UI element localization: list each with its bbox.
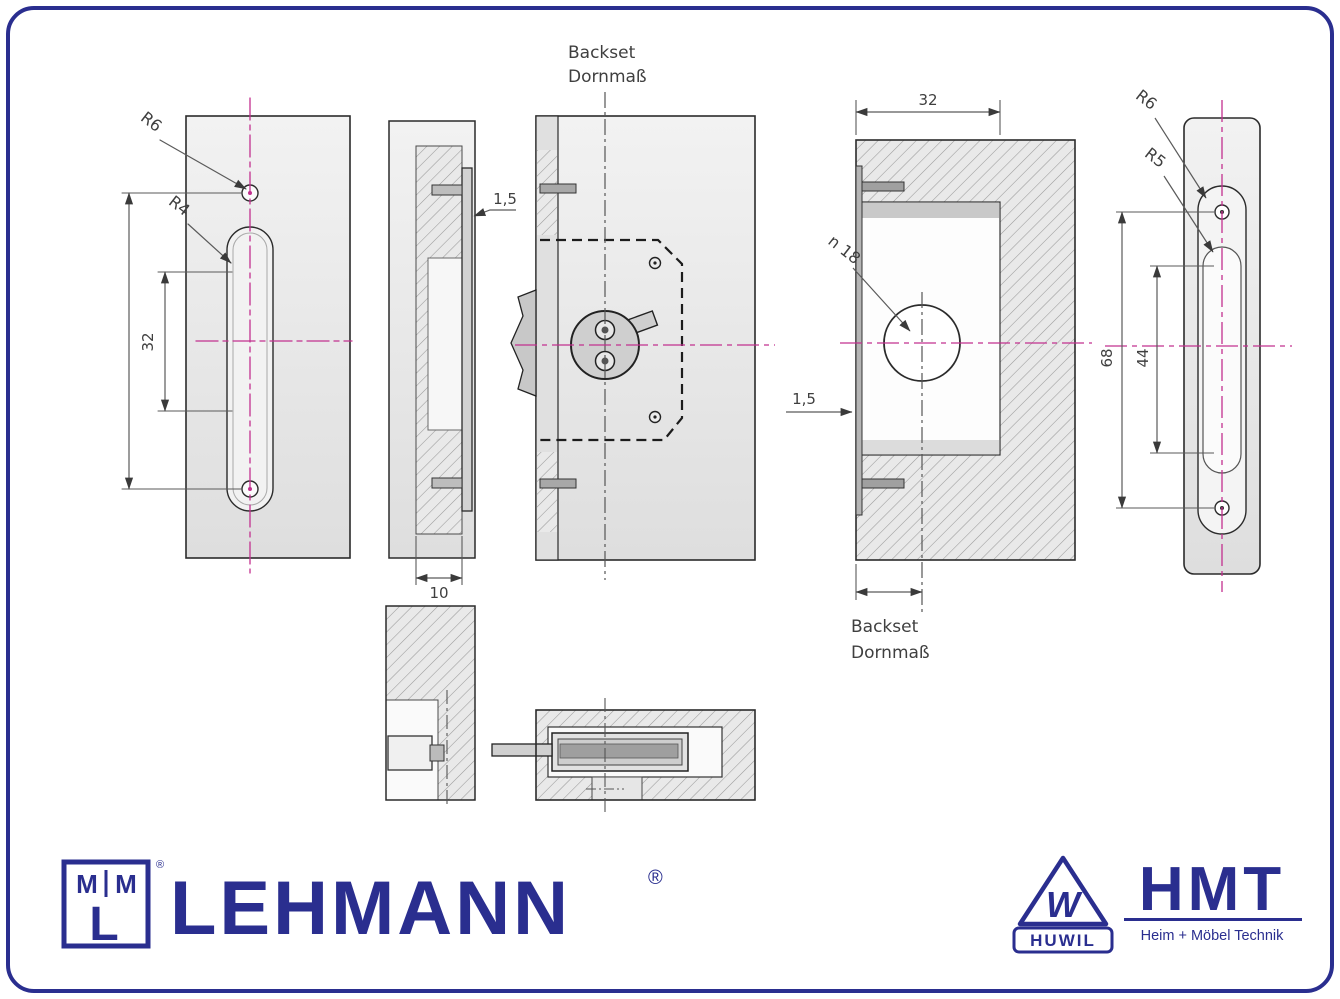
hmt-divider (1124, 918, 1302, 921)
faceplate-edge (461, 167, 473, 512)
panel-hatch-bottom (856, 455, 1075, 560)
dim-32-left: 32 (139, 332, 157, 351)
cylinder-pin-bottom-core (601, 357, 609, 365)
label-backset-top-1: Backset (568, 43, 636, 63)
hidden-hole-bottom-center (653, 415, 657, 419)
huwil-label-box (1012, 926, 1114, 954)
leader-r6 (159, 139, 247, 190)
hook-tab-bottom (539, 478, 577, 489)
lehmann-logo: M M L ® LEHMANN ® (61, 859, 663, 951)
leader-r5 (1163, 175, 1214, 253)
latch (510, 289, 537, 397)
view-lock-horizontal-section (491, 698, 756, 812)
lock-body (535, 115, 756, 561)
view-faceplate-front-right: 68 44 R6 R5 (1098, 86, 1292, 592)
label-r5-right: R5 (1141, 144, 1169, 172)
view-faceplate-front-left: 32 R6 R4 (121, 97, 353, 574)
huwil-w-letter: W (1046, 884, 1083, 925)
hook-tab-bottom (431, 477, 463, 489)
bore-pin (429, 744, 445, 762)
block-outline (385, 605, 476, 801)
lock-slide-bar (559, 743, 679, 759)
hook-tab-top (539, 183, 577, 194)
latch-pin (491, 743, 553, 757)
pocket-shadow-bottom (859, 440, 999, 454)
leader-r4 (187, 223, 232, 264)
section-outline (535, 709, 756, 801)
huwil-triangle (1017, 855, 1109, 927)
panel-hatch-right (1000, 202, 1075, 455)
leader-n18 (852, 267, 911, 332)
faceplate-edge-thin (855, 165, 863, 516)
label-backset-top-2: Dornmaß (568, 67, 647, 87)
panel-hatch-top (856, 140, 1075, 202)
lehmann-monogram-m-left: M (76, 869, 98, 899)
bore-section (387, 735, 433, 771)
label-r6-right: R6 (1132, 86, 1160, 114)
hidden-lock-outline (540, 238, 684, 442)
lehmann-wordmark: LEHMANN (170, 866, 571, 951)
dim-32-panel: 32 (918, 91, 937, 109)
hook-tab-top (861, 181, 905, 192)
case-side-pocket (427, 257, 463, 431)
hook-tab-bottom (861, 478, 905, 489)
hook-tab-top (431, 184, 463, 196)
lehmann-registered: ® (648, 867, 663, 889)
hmt-tagline: Heim + Möbel Technik (1141, 928, 1285, 944)
view-panel-section: 32 n 18 1,5 Backset Dornmaß (786, 91, 1092, 663)
label-r6-left: R6 (137, 108, 165, 136)
lehmann-monogram-l: L (89, 898, 118, 951)
dim-10: 10 (429, 584, 448, 602)
lehmann-monogram-m-right: M (115, 869, 137, 899)
leader-1-5 (473, 208, 516, 217)
hmt-logo: W HUWIL HMT Heim + Möbel Technik (1012, 855, 1302, 954)
view-case-side-section: 1,5 10 (388, 120, 517, 602)
pocket-shadow-top (859, 203, 999, 218)
lehmann-monogram-registered: ® (156, 859, 164, 871)
label-backset-bottom-2: Dornmaß (851, 643, 930, 663)
view-drilled-block (385, 605, 476, 806)
dim-68: 68 (1098, 348, 1116, 367)
hmt-wordmark: HMT (1139, 855, 1285, 924)
label-backset-bottom-1: Backset (851, 617, 919, 637)
dim-44: 44 (1134, 348, 1152, 367)
huwil-label: HUWIL (1030, 931, 1096, 950)
view-lock-front: Backset Dornmaß (510, 43, 775, 580)
edge-strip-hatch-bottom (537, 452, 557, 532)
label-1-5-faceplate: 1,5 (493, 190, 517, 208)
hidden-hole-top-center (653, 261, 657, 265)
sheet-border (6, 6, 1334, 993)
leader-r6 (1154, 117, 1207, 199)
label-1-5-panel: 1,5 (792, 390, 816, 408)
